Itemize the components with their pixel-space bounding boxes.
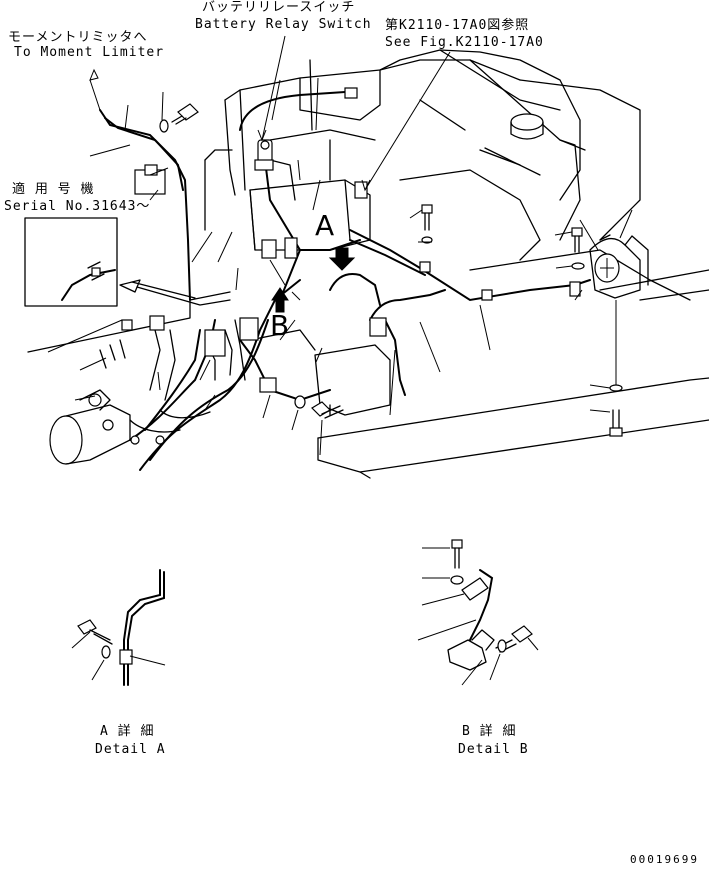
label-serial-en: Serial No.31643～ — [4, 199, 151, 214]
leader-lines — [47, 35, 633, 686]
callout-b: B — [270, 309, 290, 342]
label-see-fig-jp: 第K2110-17A0図参照 — [385, 18, 530, 33]
battery-relay-switch — [254, 139, 274, 171]
callout-a: A — [315, 209, 335, 242]
starter-motor — [49, 389, 165, 465]
label-detail-b-en: Detail B — [458, 742, 529, 757]
harness-wires — [99, 91, 591, 471]
connectors — [134, 87, 581, 393]
serial-inset-frame — [24, 217, 118, 307]
label-detail-b-jp: B 詳 細 — [462, 724, 517, 739]
label-battery-relay-en: Battery Relay Switch — [195, 17, 372, 32]
label-see-fig-en: See Fig.K2110-17A0 — [385, 35, 544, 50]
drawing-number: 00019699 — [630, 853, 699, 866]
bolt-icon — [421, 204, 433, 244]
machine-frame — [27, 49, 709, 479]
bolt-icon — [159, 103, 199, 133]
label-moment-limiter-en: To Moment Limiter — [14, 45, 165, 60]
detail-a-drawing — [77, 569, 165, 686]
arrow-up-icon — [271, 287, 289, 313]
label-detail-a-jp: A 詳 細 — [100, 724, 155, 739]
bolt-icon — [294, 395, 344, 419]
bolt-icon — [609, 300, 623, 437]
direction-arrow — [119, 279, 231, 306]
label-detail-a-en: Detail A — [95, 742, 166, 757]
arrow-down-icon — [328, 247, 356, 271]
screw-set-icon — [99, 315, 165, 369]
label-moment-limiter-jp: モーメントリミッタへ — [8, 30, 148, 45]
label-battery-relay-jp: バッテリリレースイッチ — [202, 0, 356, 15]
bolt-icon — [571, 227, 585, 270]
detail-b-drawing — [447, 539, 533, 671]
label-serial-jp: 適 用 号 機 — [12, 182, 95, 197]
